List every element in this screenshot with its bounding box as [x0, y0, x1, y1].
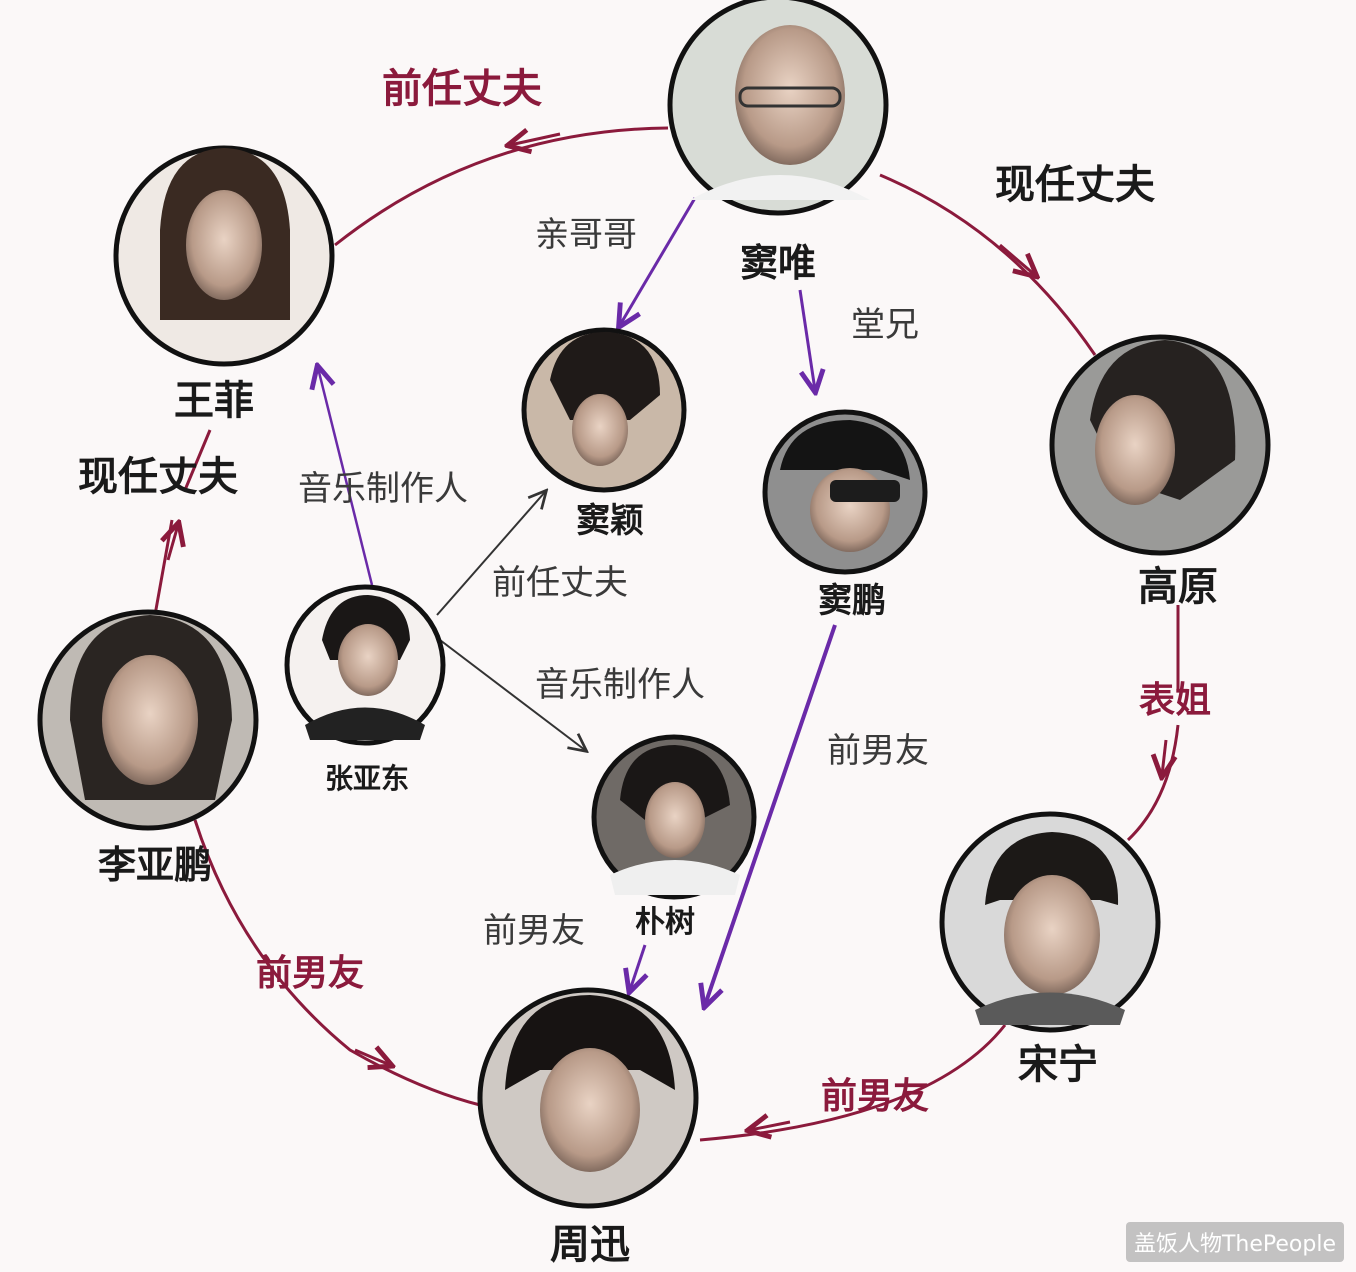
label-li-wangfei: 现任丈夫 [78, 454, 239, 500]
edge-douwei-douying [620, 197, 697, 325]
portrait-songning [939, 811, 1161, 1033]
label-zhang-pushu: 音乐制作人 [535, 665, 705, 705]
edge-douwei-wangfei-arrow [510, 134, 561, 145]
portrait-douwei [667, 0, 889, 216]
portrait-wangfei [113, 145, 335, 367]
label-douwei-wangfei: 前任丈夫 [382, 66, 543, 112]
edge-douwei-gaoyuan-arrow [999, 243, 1035, 275]
label-li-zhouxun: 前男友 [256, 953, 364, 994]
portrait-pushu [591, 734, 757, 900]
label-douwei-douying: 亲哥哥 [535, 215, 637, 255]
name-douwei: 窦唯 [740, 241, 816, 285]
edge-douwei-doupeng [798, 289, 815, 390]
label-douwei-gaoyuan: 现任丈夫 [995, 162, 1156, 208]
name-gaoyuan: 高原 [1138, 564, 1218, 610]
edge-doupeng-zhouxun [705, 624, 837, 1005]
edge-songning-zhouxun-arrow [750, 1122, 791, 1130]
label-doupeng-zhouxun: 前男友 [827, 731, 929, 771]
name-zhangyadong: 张亚东 [325, 762, 409, 795]
portrait-gaoyuan [1049, 334, 1271, 556]
label-douwei-doupeng: 堂兄 [851, 305, 919, 345]
edge-li-zhouxun [193, 819, 481, 1107]
label-gaoyuan-songning: 表姐 [1139, 680, 1211, 721]
edge-douwei-wangfei [334, 126, 669, 247]
name-pushu: 朴树 [635, 905, 695, 940]
portrait-douying [521, 327, 687, 493]
name-songning: 宋宁 [1018, 1042, 1098, 1088]
edge-gaoyuan-songning [1126, 605, 1180, 842]
label-pushu-zhouxun: 前男友 [483, 911, 585, 951]
watermark: 盖饭人物ThePeople [1125, 1222, 1344, 1262]
portrait-zhangyadong [284, 584, 446, 746]
edge-douwei-gaoyuan [879, 173, 1097, 356]
edge-zhang-pushu [439, 639, 585, 750]
label-songning-zhouxun: 前男友 [821, 1076, 929, 1117]
name-douying: 窦颖 [576, 501, 644, 541]
name-wangfei: 王菲 [174, 378, 254, 424]
name-zhouxun: 周迅 [550, 1222, 630, 1268]
name-doupeng: 窦鹏 [818, 581, 886, 621]
edge-zhang-wangfei [318, 368, 374, 586]
edge-zhang-douying [436, 492, 545, 616]
edge-gaoyuan-songning-arrow [1162, 739, 1166, 775]
name-liyapeng: 李亚鹏 [98, 843, 212, 887]
portrait-zhouxun [477, 987, 699, 1209]
label-zhang-wangfei: 音乐制作人 [298, 469, 468, 509]
edge-li-wangfei-arrow [168, 525, 178, 561]
edge-li-zhouxun-arrow [354, 1050, 390, 1065]
portrait-liyapeng [37, 609, 259, 831]
label-zhang-douying: 前任丈夫 [492, 563, 628, 603]
edge-pushu-zhouxun [630, 944, 645, 990]
portrait-doupeng [762, 409, 928, 575]
